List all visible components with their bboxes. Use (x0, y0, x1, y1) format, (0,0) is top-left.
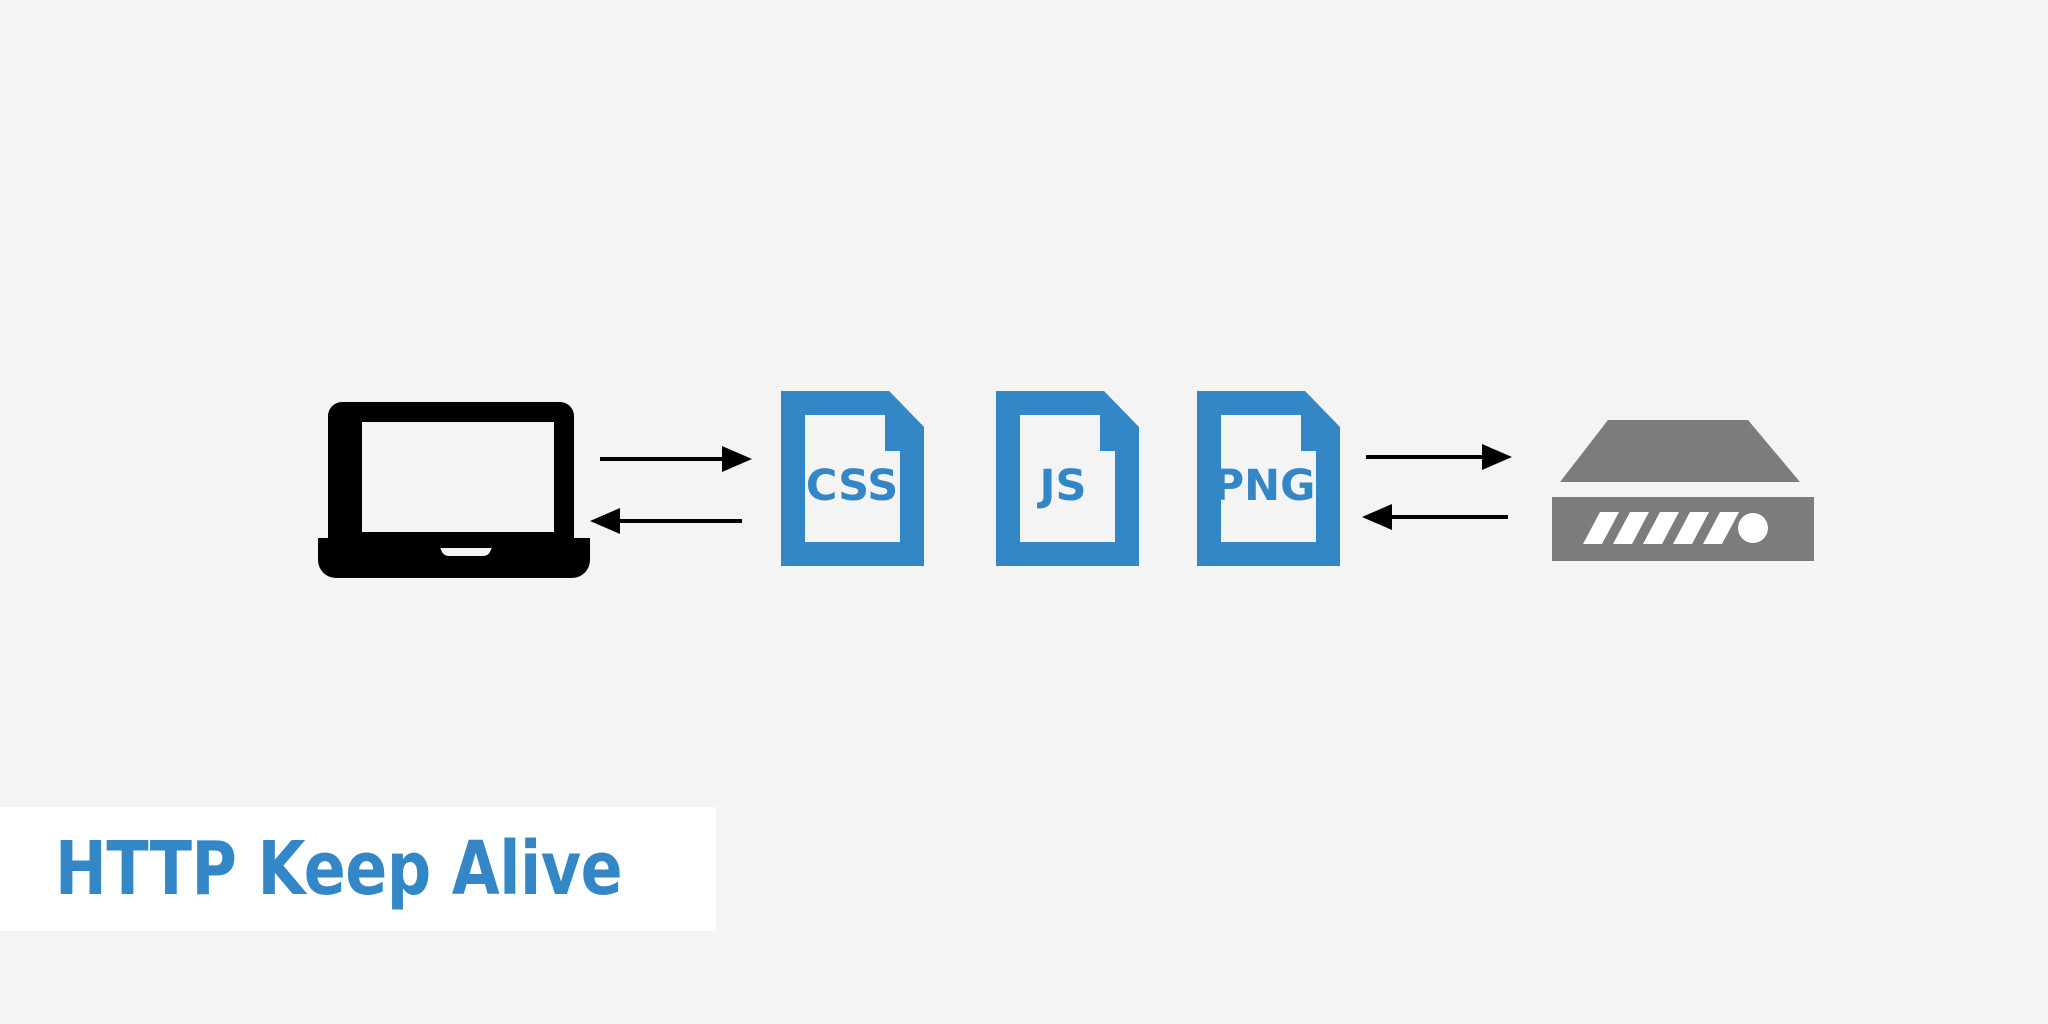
file-icon-css: CSS (781, 391, 924, 566)
file-label-css: CSS (806, 461, 898, 511)
file-icon-js: JS (996, 391, 1139, 566)
file-label-js: JS (1037, 461, 1087, 511)
file-icon-png: PNG (1197, 391, 1340, 566)
arrow-server-response (1362, 504, 1508, 530)
file-label-png: PNG (1213, 461, 1316, 511)
server-vents (1583, 512, 1739, 544)
server-status-light (1738, 513, 1768, 543)
server-icon (1552, 420, 1814, 561)
laptop-icon (318, 402, 590, 578)
arrow-client-request (600, 446, 752, 472)
page-title: HTTP Keep Alive (55, 826, 623, 912)
arrow-client-response (590, 508, 742, 534)
arrow-server-request (1366, 444, 1512, 470)
server-top (1560, 420, 1800, 482)
title-banner: HTTP Keep Alive (0, 807, 716, 931)
